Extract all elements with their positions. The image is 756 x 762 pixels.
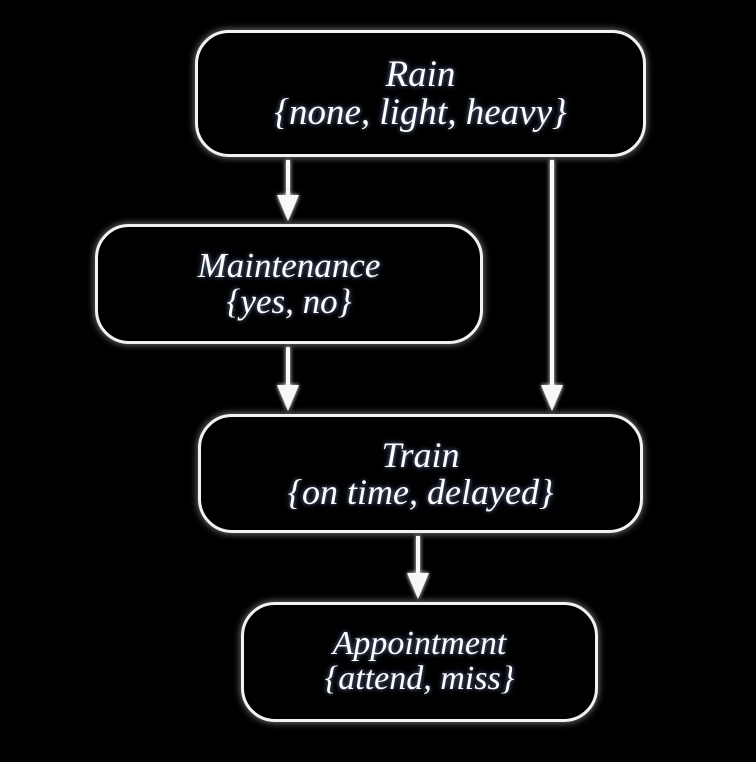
node-appointment-states: {attend, miss} xyxy=(324,660,515,697)
node-maintenance-name: Maintenance xyxy=(197,246,381,286)
node-train-name: Train xyxy=(381,434,460,475)
node-train[interactable]: Train{on time, delayed} xyxy=(198,414,643,533)
arrowhead-icon xyxy=(277,385,299,411)
node-rain-states: {none, light, heavy} xyxy=(274,91,567,133)
node-train-states: {on time, delayed} xyxy=(287,471,554,512)
node-maintenance[interactable]: Maintenance{yes, no} xyxy=(95,224,483,344)
arrowhead-icon xyxy=(277,195,299,221)
node-rain-name: Rain xyxy=(385,53,456,95)
arrowhead-icon xyxy=(407,573,429,599)
arrowhead-icon xyxy=(541,385,563,411)
edge-maintenance-to-train xyxy=(277,347,299,411)
edge-train-to-appointment xyxy=(407,536,429,599)
edge-rain-to-train xyxy=(541,160,563,411)
edge-rain-to-maintenance xyxy=(277,160,299,221)
node-maintenance-states: {yes, no} xyxy=(226,282,352,321)
node-appointment-name: Appointment xyxy=(332,625,507,663)
node-appointment[interactable]: Appointment{attend, miss} xyxy=(241,602,598,722)
node-rain[interactable]: Rain{none, light, heavy} xyxy=(195,30,646,157)
